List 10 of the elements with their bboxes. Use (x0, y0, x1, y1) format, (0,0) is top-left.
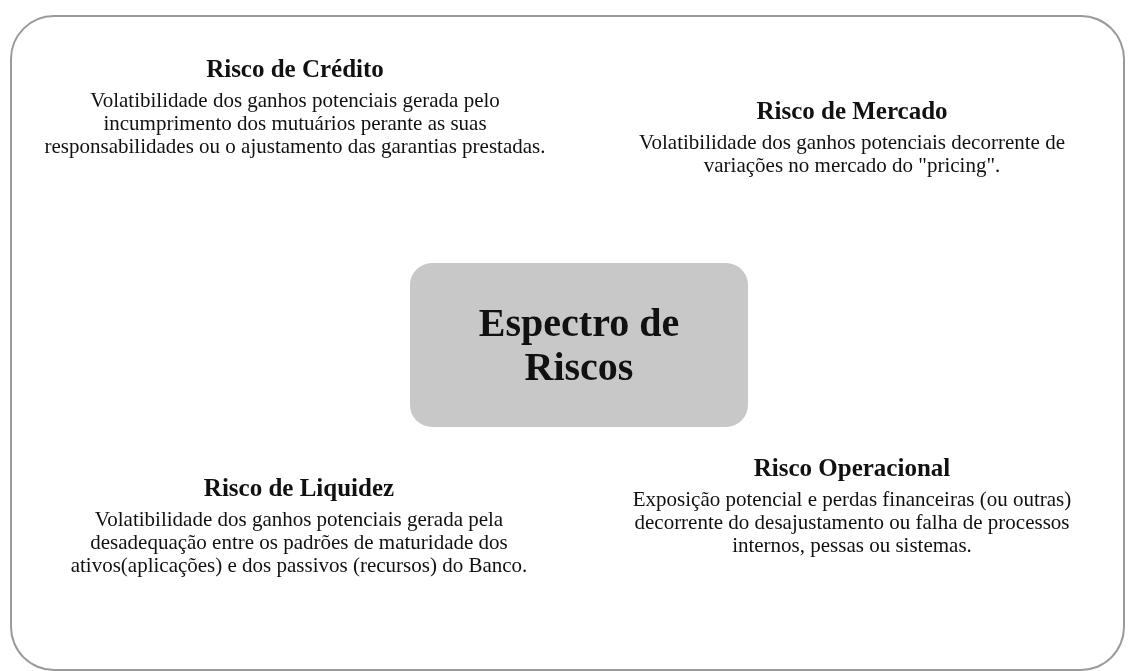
panel-heading: Risco Operacional (752, 454, 952, 482)
panel-description: Volatibilidade dos ganhos potenciais decorrente de variações no mercado do "pricing". (638, 131, 1066, 177)
panel-heading: Risco de Mercado (755, 97, 949, 125)
panel-description: Volatibilidade dos ganhos potenciais gerada pela desadequação entre os padrões de maturidade dos ativos(aplicações) e dos passivos (recursos) do Banco. (69, 508, 529, 577)
panel-description: Exposição potencial e perdas financeiras (ou outras) decorrente do desajustamento ou falha de processos internos, pessas ou sistemas. (631, 488, 1073, 557)
center-title: Espectro de Riscos (477, 301, 681, 389)
panel-heading: Risco de Liquidez (202, 474, 396, 502)
center-box (410, 263, 748, 427)
panel-description: Volatibilidade dos ganhos potenciais gerada pelo incumprimento dos mutuários perante as suas responsabilidades ou o ajustamento das garantias prestadas. (43, 89, 547, 158)
panel-heading: Risco de Crédito (205, 55, 385, 83)
